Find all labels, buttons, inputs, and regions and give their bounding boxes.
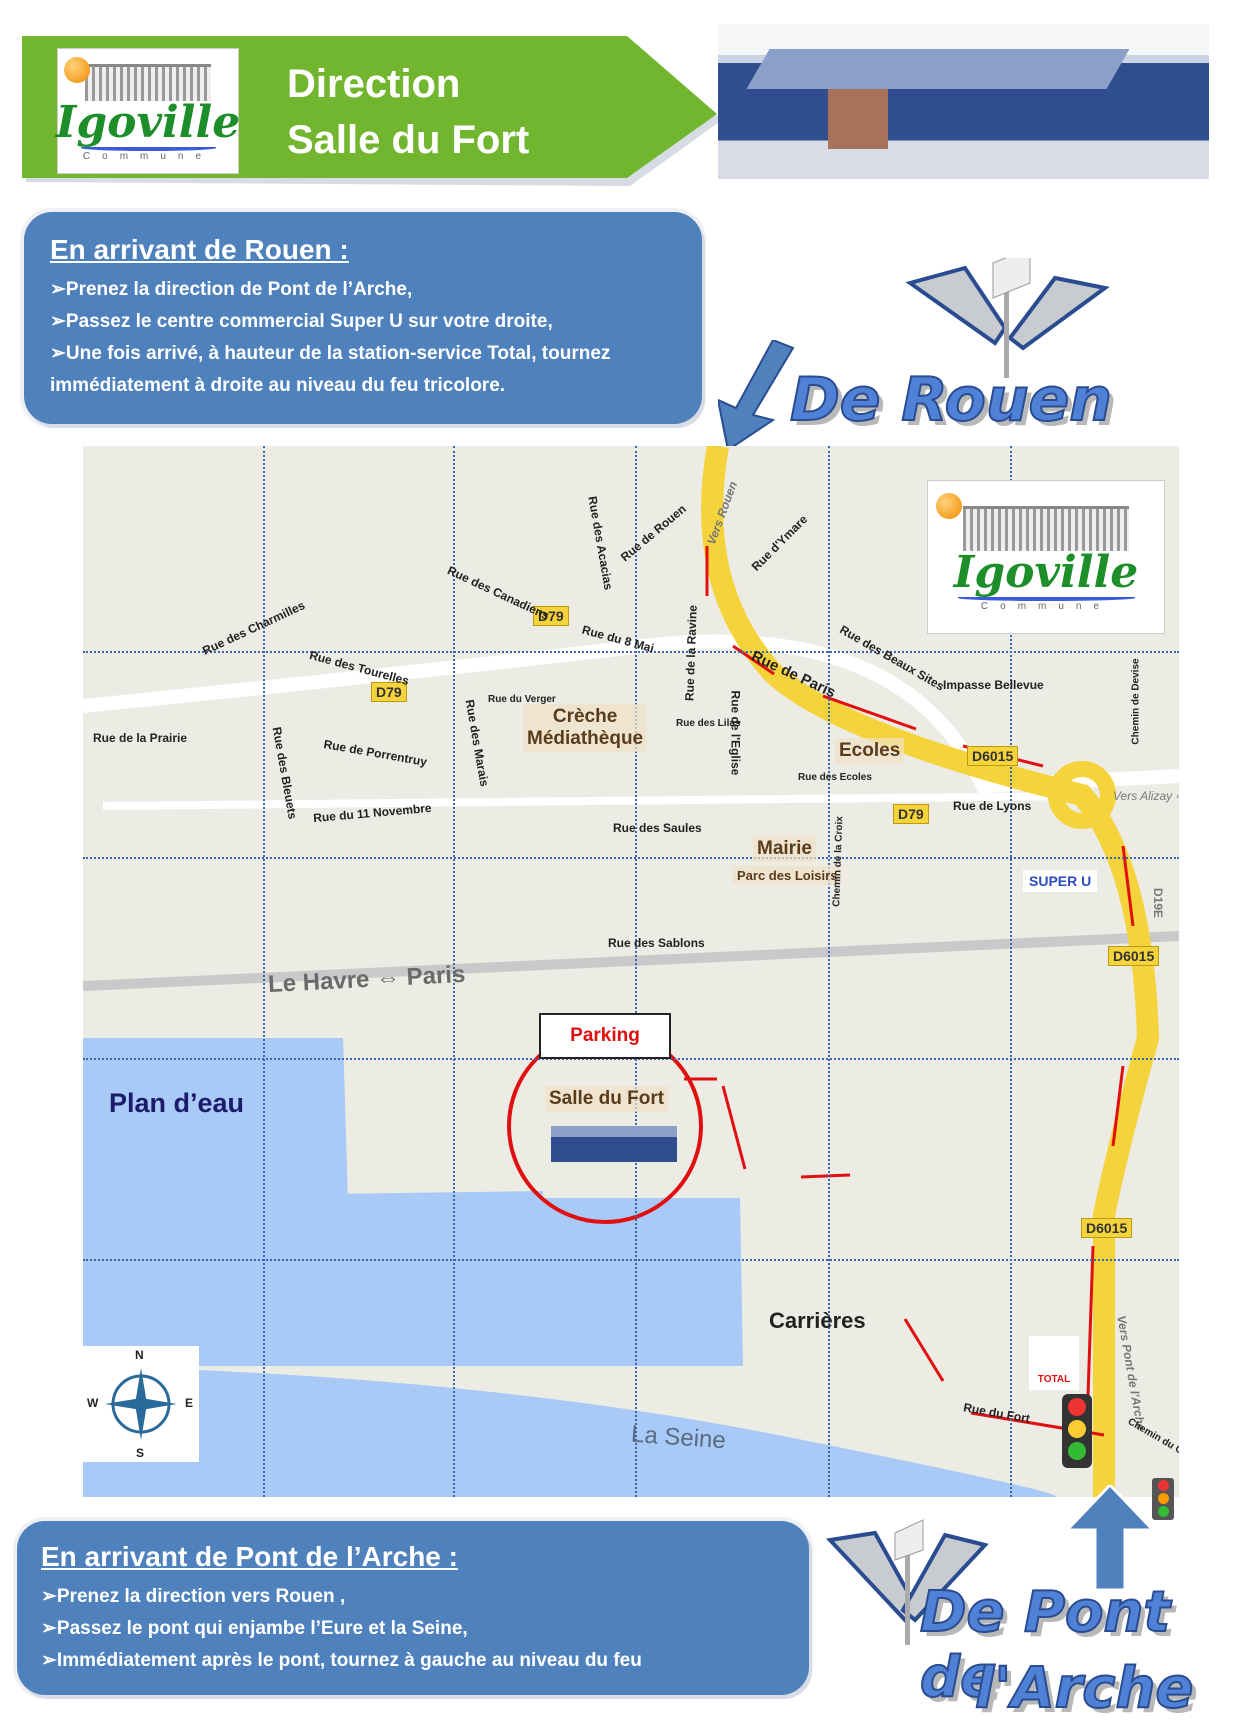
ecoles-label: Ecoles (835, 738, 905, 764)
pont-arche-directions: En arrivant de Pont de l’Arche : ➢Prenez… (17, 1521, 809, 1695)
creche-label: Crèche (552, 706, 618, 727)
road-label: D79 (893, 804, 929, 824)
from-pont-label-line2: l'Arche (974, 1655, 1194, 1722)
compass-rose-icon: N S E W (83, 1346, 199, 1462)
street-label: Rue des Sablons (608, 936, 705, 950)
plan-eau-label: Plan d’eau (109, 1088, 245, 1118)
traffic-light-icon (1062, 1394, 1092, 1468)
mediatheque-label: Médiathèque (527, 728, 644, 749)
compass-w: W (87, 1396, 99, 1410)
street-label: Rue des Saules (613, 821, 702, 835)
street-label: Rue de la Prairie (93, 731, 188, 745)
traffic-light-icon (1152, 1478, 1174, 1520)
road-label: D6015 (1108, 946, 1160, 966)
super-u-logo: SUPER U (1023, 870, 1098, 892)
salle-thumbnail (551, 1126, 677, 1162)
salle-du-fort-label: Salle du Fort (545, 1086, 669, 1112)
compass-e: E (185, 1396, 194, 1410)
rouen-title: En arrivant de Rouen : (50, 234, 349, 265)
rouen-directions: En arrivant de Rouen : ➢Prenez la direct… (24, 212, 702, 424)
street-label: Rue de l'Eglise (728, 690, 743, 776)
parc-loisirs-label: Parc des Loisirs (733, 866, 842, 885)
total-label: TOTAL (1037, 1374, 1071, 1385)
igoville-logo-map: Igoville Commune (927, 480, 1165, 634)
logo-name: Igoville (953, 547, 1139, 599)
step: ➢Passez le centre commercial Super U sur… (50, 311, 553, 332)
step: ➢Une fois arrivé, à hauteur de la statio… (50, 343, 611, 396)
parking-label: Parking (539, 1013, 671, 1059)
street-label: Rue des Ecoles (798, 772, 872, 783)
from-rouen-label: De Rouen (789, 364, 1113, 436)
road-label: D6015 (967, 746, 1019, 766)
railway (83, 931, 1179, 991)
step: ➢Immédiatement après le pont, tournez à … (41, 1650, 642, 1671)
compass-s: S (136, 1446, 145, 1460)
roundabout (1048, 761, 1116, 829)
street-label: Impasse Bellevue (943, 678, 1044, 692)
lakes (83, 1038, 743, 1366)
road-label: D6015 (1081, 1218, 1133, 1238)
street-label: Rue du Verger (488, 694, 556, 705)
road-label: D19E (1151, 887, 1166, 919)
road-label: D79 (533, 606, 569, 626)
seine-river (83, 1366, 1056, 1497)
logo-sub: Commune (82, 151, 214, 163)
signpost-icon (905, 258, 1110, 378)
up-arrow-icon (1065, 1485, 1155, 1592)
road-label: Vers Alizay ⇨ (1113, 789, 1179, 803)
street-label: Rue des Lilas (676, 718, 741, 729)
map-shapes (83, 446, 1179, 1497)
road-label: D79 (371, 682, 407, 702)
title-line1: Direction (287, 62, 461, 106)
pont-title: En arrivant de Pont de l’Arche : (41, 1541, 458, 1572)
total-logo: TOTAL (1029, 1336, 1079, 1390)
igoville-logo: Igoville Commune (55, 48, 241, 174)
mairie-label: Mairie (753, 836, 816, 862)
main-road (701, 446, 1160, 1497)
title-line2: Salle du Fort (287, 118, 530, 162)
street-label: Chemin de Devise (1130, 658, 1142, 745)
route-arrows (684, 546, 1135, 1437)
signpost-icon (825, 1519, 989, 1645)
logo-sub: Commune (980, 601, 1112, 613)
step: ➢Passez le pont qui enjambe l’Eure et la… (41, 1618, 468, 1639)
step: ➢Prenez la direction vers Rouen , (41, 1586, 346, 1607)
page-title: Direction Salle du Fort (287, 56, 529, 168)
down-arrow-icon (718, 340, 795, 450)
logo-name: Igoville (55, 97, 241, 149)
compass-n: N (135, 1348, 144, 1362)
header-banner: Igoville Commune Direction Salle du Fort (22, 36, 723, 188)
from-pont-label-line1: De Pont de (919, 1579, 1171, 1711)
street-label: Rue de Lyons (953, 799, 1032, 813)
carrieres-label: Carrières (769, 1308, 866, 1333)
salle-photo (718, 24, 1209, 179)
step: ➢Prenez la direction de Pont de l’Arche, (50, 279, 413, 300)
